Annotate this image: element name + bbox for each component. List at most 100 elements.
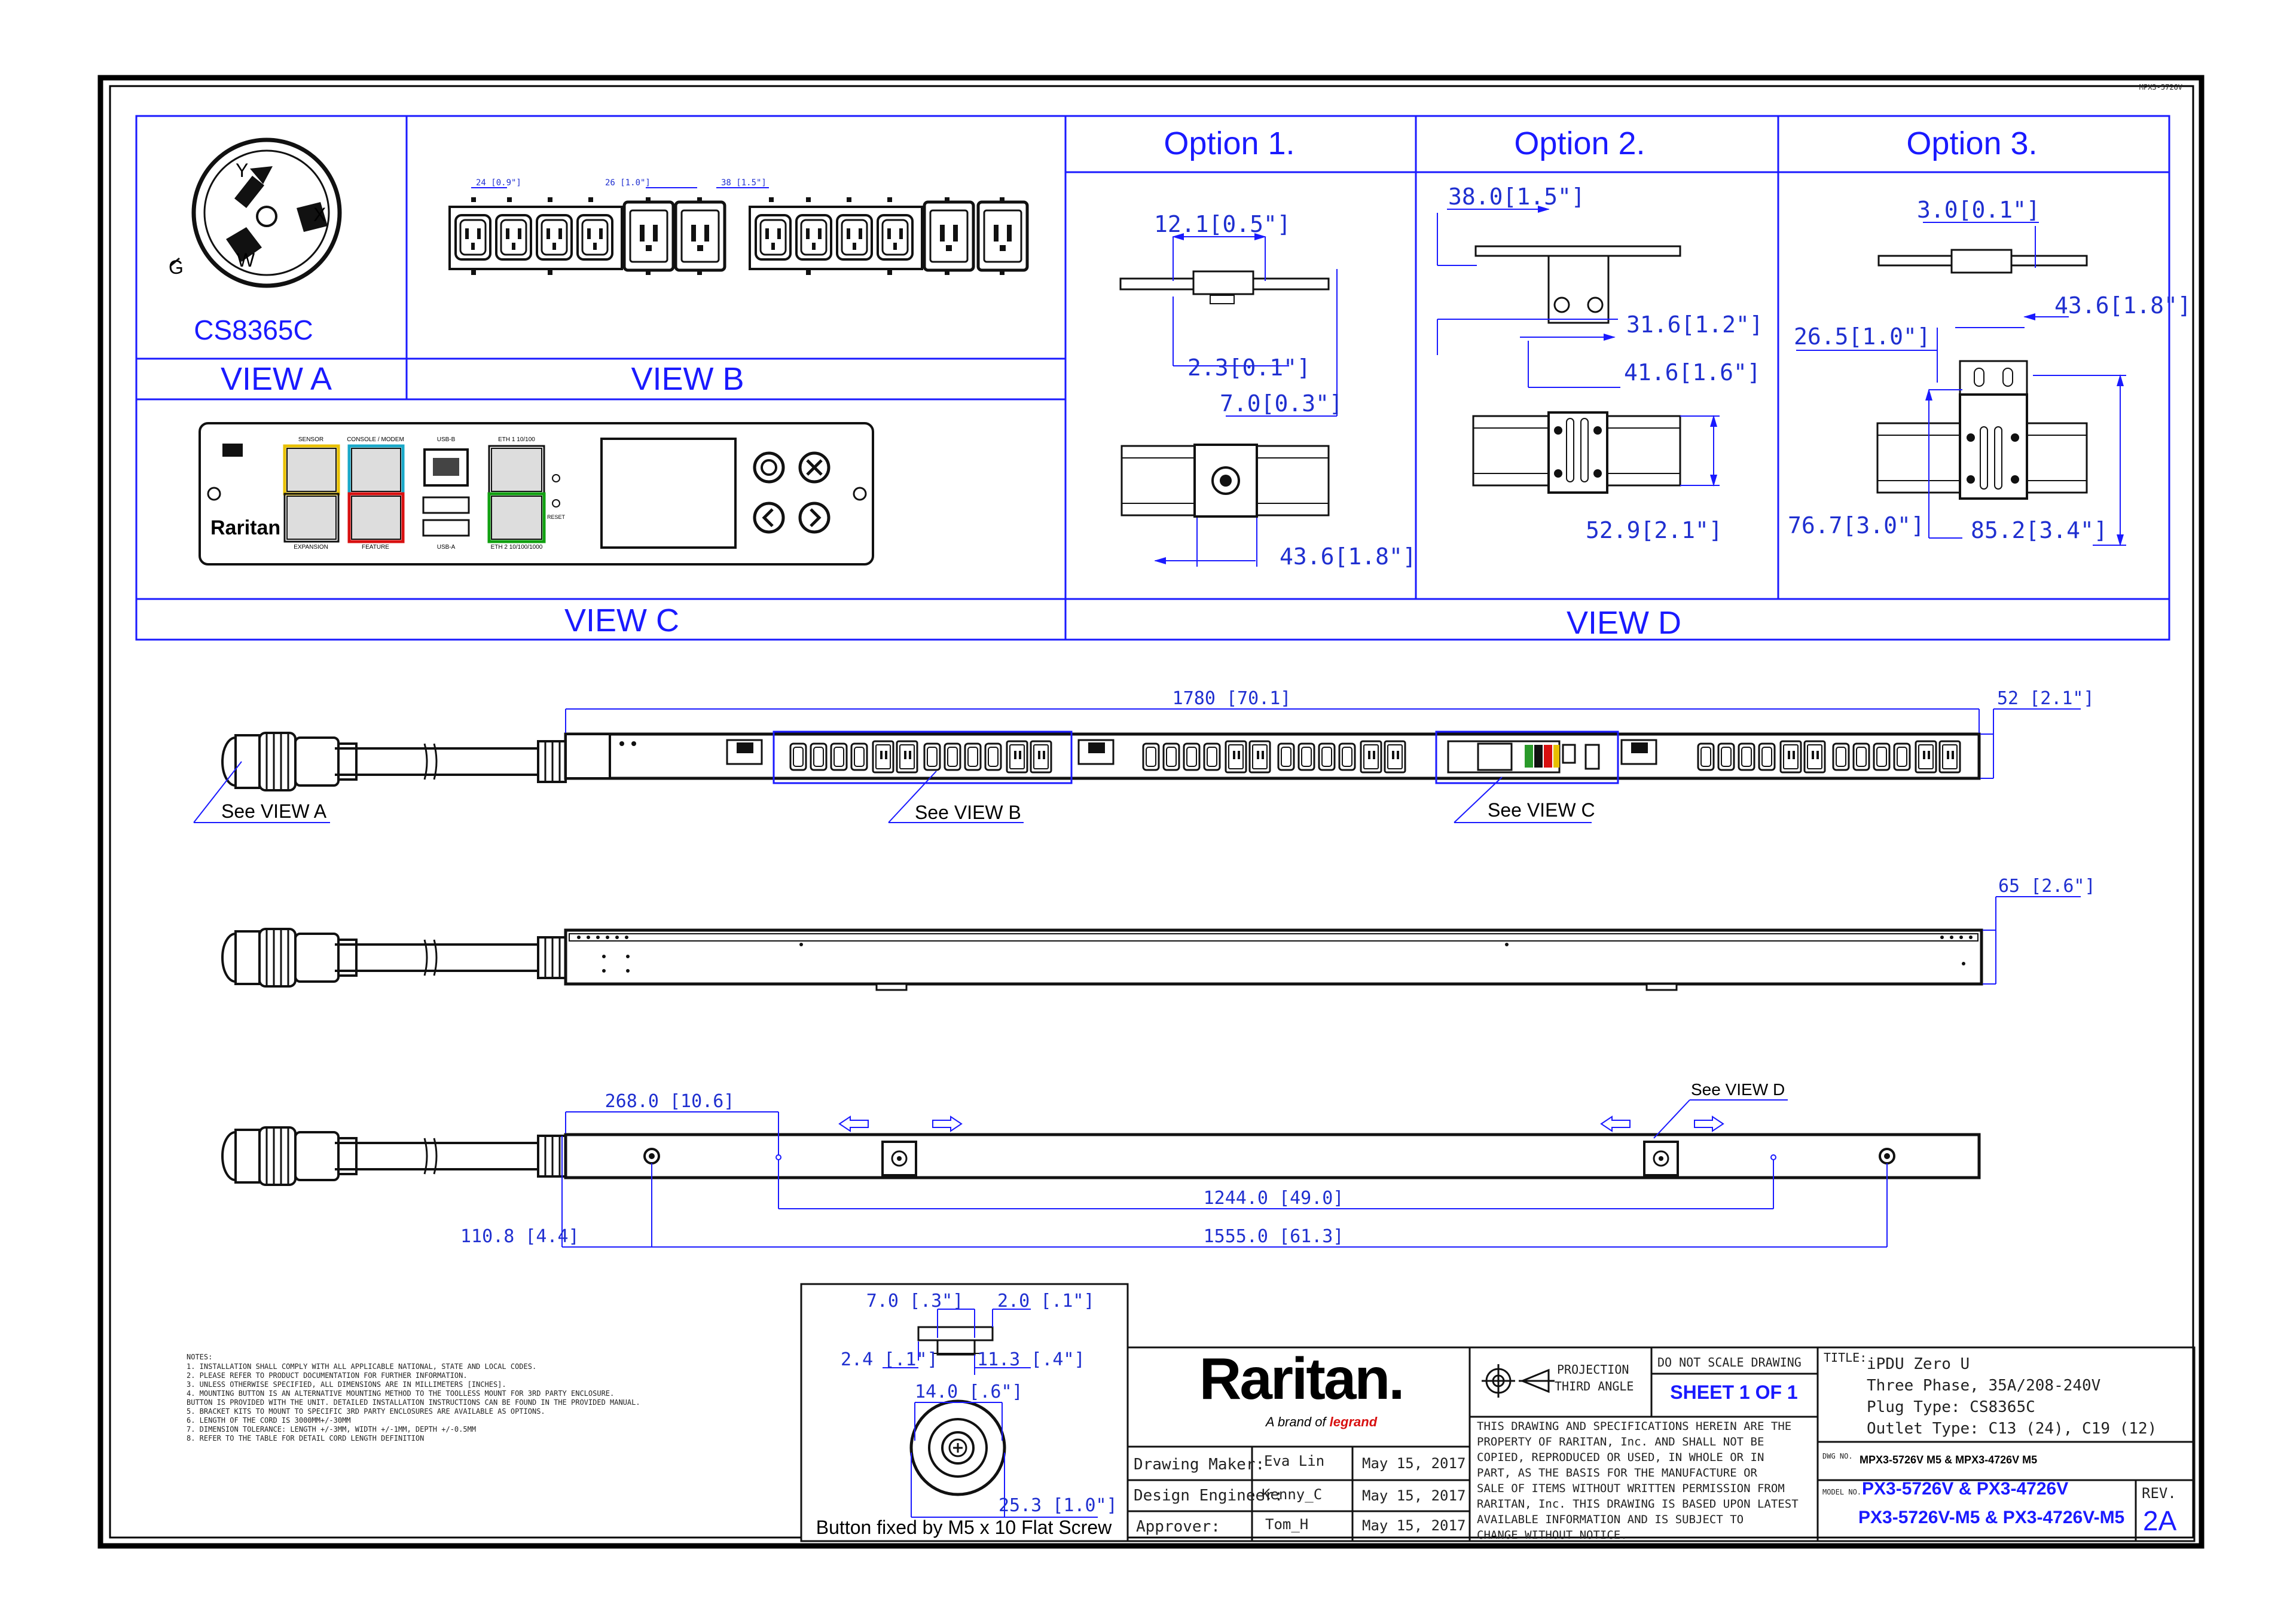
pdu-front-view xyxy=(221,730,1981,791)
view-c-control-panel: Raritan SENSOR CONSOLE / MODEM USB-B ETH… xyxy=(199,422,874,566)
port-console: CONSOLE / MODEM xyxy=(347,436,404,443)
opt2-dim-b: 31.6[1.2"] xyxy=(1626,311,1763,338)
projection-symbol-icon xyxy=(1482,1364,1555,1398)
projection-line-1: PROJECTION xyxy=(1557,1362,1629,1377)
disclaimer-line: THIS DRAWING AND SPECIFICATIONS HEREIN A… xyxy=(1477,1420,1791,1433)
btn-dim-5: 14.0 [.6"] xyxy=(915,1381,1023,1402)
view-a-label: VIEW A xyxy=(221,361,332,397)
notes-block: NOTES: 1. INSTALLATION SHALL COMPLY WITH… xyxy=(187,1353,640,1442)
dim-front-width: 52 [2.1"] xyxy=(1997,688,2095,709)
port-reset: RESET xyxy=(547,514,566,520)
pin-x-label: X xyxy=(313,204,326,225)
opt3-dim-c: 26.5[1.0"] xyxy=(1794,323,1931,350)
opt3-dim-e: 85.2[3.4"] xyxy=(1971,517,2108,543)
opt2-dim-c: 41.6[1.6"] xyxy=(1624,359,1761,386)
btn-dim-1: 7.0 [.3"] xyxy=(866,1291,964,1312)
view-c-label: VIEW C xyxy=(564,603,679,638)
view-b-label: VIEW B xyxy=(631,361,744,397)
disclaimer-line: COPIED, REPRODUCED OR USED, IN WHOLE OR … xyxy=(1477,1451,1764,1464)
title-line-2: Three Phase, 35A/208-240V xyxy=(1867,1377,2100,1395)
view-b-dim-24: 24 [0.9"] xyxy=(476,178,521,188)
note-line: 6. LENGTH OF THE CORD IS 3000MM+/-30MM xyxy=(187,1416,351,1425)
disclaimer-line: AVAILABLE INFORMATION AND IS SUBJECT TO xyxy=(1477,1513,1744,1526)
btn-dim-2: 2.0 [.1"] xyxy=(997,1291,1095,1312)
raritan-logo: Raritan. xyxy=(1199,1346,1403,1411)
title-line-3: Plug Type: CS8365C xyxy=(1867,1398,2035,1416)
drawing-inner-border xyxy=(109,85,2194,1539)
row-role-maker: Drawing Maker: xyxy=(1134,1456,1265,1474)
option-2-diagram: 38.0[1.5"] 31.6[1.2"] 41.6[1.6"] 52.9[2.… xyxy=(1437,184,1763,543)
drawing-border xyxy=(97,75,2205,1549)
model-line-1: PX3-5726V & PX3-4726V xyxy=(1862,1479,2068,1499)
dim-side-width: 65 [2.6"] xyxy=(1998,876,2096,897)
dwg-number: MPX3-5726V M5 & MPX3-4726V M5 xyxy=(1860,1454,2037,1466)
title-label: TITLE: xyxy=(1824,1350,1867,1365)
pdu-side-view xyxy=(221,896,2081,991)
row-date-approver: May 15, 2017 xyxy=(1362,1517,1465,1534)
disclaimer-line: PART, AS THE BASIS FOR THE MANUFACTURE O… xyxy=(1477,1466,1758,1480)
row-date-engineer: May 15, 2017 xyxy=(1362,1487,1465,1504)
dim-1555: 1555.0 [61.3] xyxy=(1204,1226,1344,1247)
option-2-title: Option 2. xyxy=(1514,126,1645,161)
model-line-2: PX3-5726V-M5 & PX3-4726V-M5 xyxy=(1858,1508,2124,1527)
note-line: 3. UNLESS OTHERWISE SPECIFIED, ALL DIMEN… xyxy=(187,1380,506,1389)
port-usb-b: USB-B xyxy=(437,436,456,443)
port-expansion: EXPANSION xyxy=(294,544,328,551)
model-label: MODEL NO. xyxy=(1822,1488,1861,1496)
note-line: 7. DIMENSION TOLERANCE: LENGTH +/-3MM, W… xyxy=(187,1425,476,1434)
disclaimer: THIS DRAWING AND SPECIFICATIONS HEREIN A… xyxy=(1477,1420,1799,1542)
port-eth2: ETH 2 10/100/1000 xyxy=(491,544,543,551)
btn-dim-6: 25.3 [1.0"] xyxy=(999,1495,1118,1516)
see-view-d: See VIEW D xyxy=(1691,1080,1785,1099)
port-sensor: SENSOR xyxy=(298,436,323,443)
btn-dim-3: 2.4 [.1"] xyxy=(841,1349,938,1370)
dwg-label: DWG NO. xyxy=(1822,1452,1853,1460)
disclaimer-line: SALE OF ITEMS WITHOUT WRITTEN PERMISSION… xyxy=(1477,1482,1785,1495)
note-line: 2. PLEASE REFER TO PRODUCT DOCUMENTATION… xyxy=(187,1371,468,1380)
view-b-outlet-strip: 24 [0.9"] 26 [1.0"] 38 [1.5"] xyxy=(448,178,1027,275)
row-name-maker: Eva Lin xyxy=(1264,1453,1324,1469)
option-3-diagram: 3.0[0.1"] 43.6[1.8"] 26.5[1.0"] 76.7[3.0… xyxy=(1788,197,2191,546)
views-grid xyxy=(135,115,2170,641)
row-name-approver: Tom_H xyxy=(1265,1516,1308,1533)
sheet-number: SHEET 1 OF 1 xyxy=(1670,1381,1797,1403)
projection-line-2: THIRD ANGLE xyxy=(1555,1379,1634,1393)
rev-value: 2A xyxy=(2143,1505,2177,1536)
pin-w-label: W xyxy=(237,249,255,271)
pdu-rear-view xyxy=(221,1126,1981,1186)
pin-g-label: G xyxy=(169,256,184,278)
dim-268: 268.0 [10.6] xyxy=(605,1091,735,1112)
dim-1244: 1244.0 [49.0] xyxy=(1204,1188,1344,1209)
view-c-brand: Raritan xyxy=(210,516,280,539)
rear-dims xyxy=(561,1099,1888,1248)
do-not-scale: DO NOT SCALE DRAWING xyxy=(1657,1355,1802,1370)
note-line: 5. BRACKET KITS TO MOUNT TO SPECIFIC 3RD… xyxy=(187,1407,545,1416)
opt3-dim-d: 76.7[3.0"] xyxy=(1788,512,1925,539)
logo-sub-brand: legrand xyxy=(1330,1414,1378,1429)
view-b-dim-26: 26 [1.0"] xyxy=(605,178,651,188)
front-dims xyxy=(193,708,2081,823)
opt2-dim-d: 52.9[2.1"] xyxy=(1586,517,1723,543)
opt1-dim-b: 2.3[0.1"] xyxy=(1187,354,1311,381)
button-detail-caption: Button fixed by M5 x 10 Flat Screw xyxy=(816,1517,1112,1538)
disclaimer-line: RARITAN, Inc. THIS DRAWING IS BASED UPON… xyxy=(1477,1497,1799,1511)
disclaimer-line: CHANGE WITHOUT NOTICE. xyxy=(1477,1529,1628,1542)
notes-heading: NOTES: xyxy=(187,1353,212,1361)
title-block: Raritan. A brand of legrand Drawing Make… xyxy=(1126,1346,2196,1542)
row-role-approver: Approver: xyxy=(1136,1518,1220,1536)
rev-label: REV. xyxy=(2142,1485,2176,1502)
note-line: 4. MOUNTING BUTTON IS AN ALTERNATIVE MOU… xyxy=(187,1389,614,1398)
opt3-dim-a: 3.0[0.1"] xyxy=(1917,197,2040,223)
btn-dim-4: 11.3 [.4"] xyxy=(977,1349,1085,1370)
opt3-dim-b: 43.6[1.8"] xyxy=(2054,292,2191,319)
option-3-title: Option 3. xyxy=(1906,126,2037,161)
port-eth1: ETH 1 10/100 xyxy=(498,436,535,443)
option-1-diagram: 12.1[0.5"] 2.3[0.1"] 7.0[0.3"] 43.6[1.8"… xyxy=(1119,211,1416,570)
opt1-dim-c: 7.0[0.3"] xyxy=(1220,390,1343,417)
note-line: BUTTON IS PROVIDED WITH THE UNIT. DETAIL… xyxy=(187,1398,640,1407)
see-view-b: See VIEW B xyxy=(915,802,1021,823)
note-line: 8. REFER TO THE TABLE FOR DETAIL CORD LE… xyxy=(187,1434,424,1442)
dim-total-length: 1780 [70.1] xyxy=(1173,688,1292,709)
button-detail: 7.0 [.3"] 2.0 [.1"] 2.4 [.1"] 11.3 [.4"]… xyxy=(800,1283,1129,1542)
